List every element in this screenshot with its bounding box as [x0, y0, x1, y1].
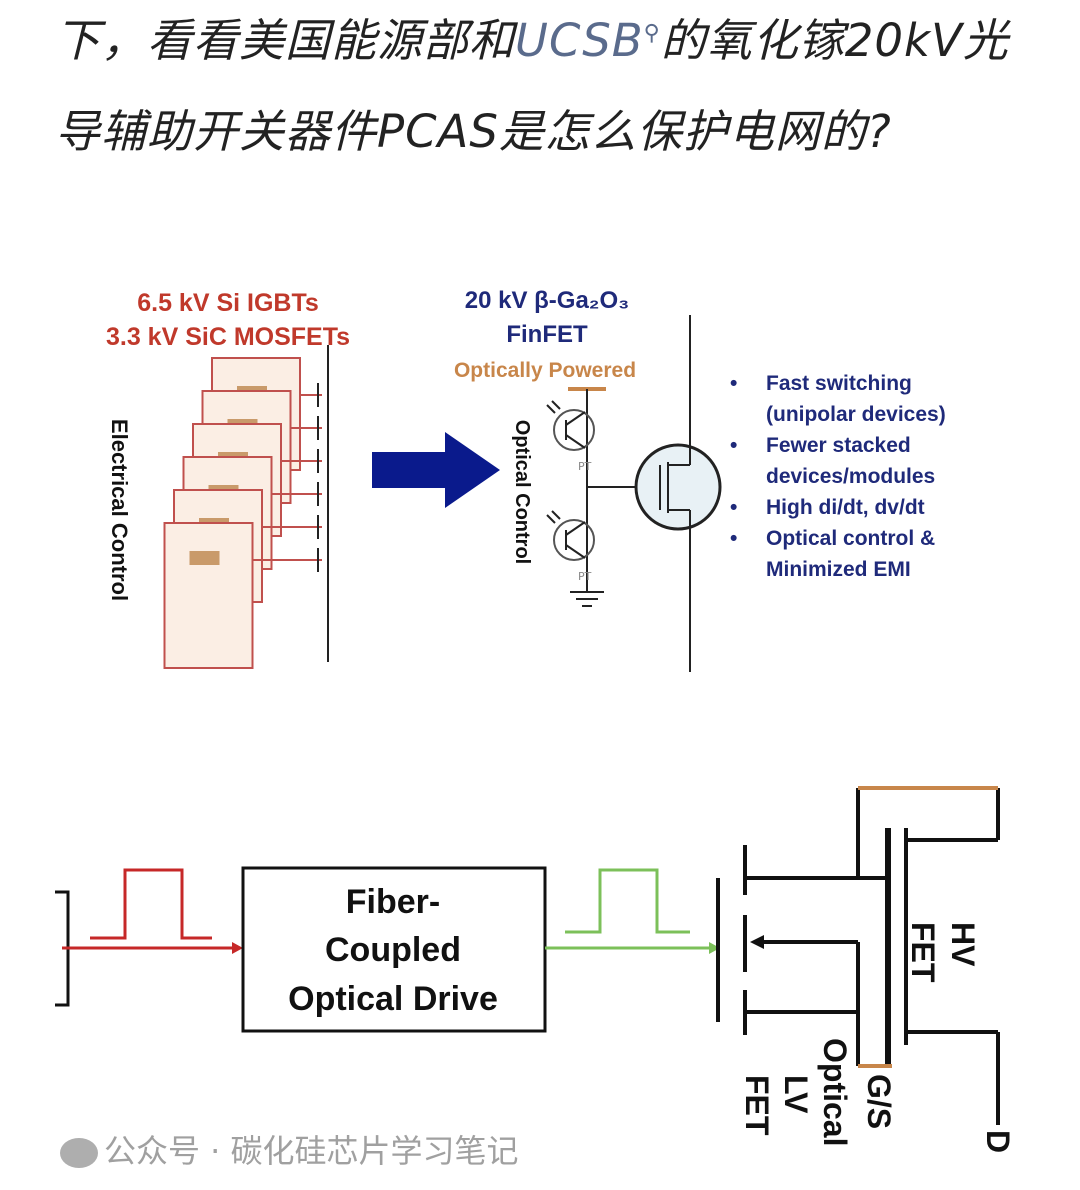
- finfet-symbol-icon: [634, 443, 722, 531]
- heading-text-1: 下，看看美国能源部和: [55, 14, 516, 67]
- pt-label-bottom: PT: [578, 570, 592, 583]
- phototransistor-bottom-icon: [553, 519, 595, 561]
- feature-bullets: • Fast switching (unipolar devices) • Fe…: [730, 372, 946, 581]
- figure-1: 6.5 kV Si IGBTs 3.3 kV SiC MOSFETs Elect…: [106, 287, 946, 672]
- bullet-line: Optical control &: [766, 527, 935, 550]
- bullet-line: devices/modules: [766, 465, 935, 488]
- hv-label-line2: FET: [905, 922, 941, 983]
- hv-label-line1: HV: [945, 922, 981, 967]
- bullet-line: High di/dt, dv/dt: [766, 496, 925, 519]
- article-heading: 下，看看美国能源部和UCSB⚲的氧化镓20kV光导辅助开关器件PCAS是怎么保护…: [55, 0, 1045, 177]
- output-arrow-icon: [709, 942, 720, 954]
- figure-2: Fiber- Coupled Optical Drive HV FET: [55, 786, 1016, 1153]
- bullet-dot: •: [730, 496, 737, 519]
- bullet-line: (unipolar devices): [766, 403, 946, 426]
- wechat-icon: [60, 1138, 98, 1168]
- lv-label-line3: FET: [739, 1075, 775, 1136]
- right-arrow-icon: [372, 432, 500, 508]
- left-title-line2: 3.3 kV SiC MOSFETs: [106, 323, 350, 351]
- bullet-line: Minimized EMI: [766, 558, 911, 581]
- search-icon[interactable]: ⚲: [643, 21, 661, 46]
- optically-powered-label: Optically Powered: [454, 359, 636, 382]
- series-ladder: [252, 345, 329, 662]
- input-arrow-icon: [232, 942, 243, 954]
- bullet-line: Fewer stacked: [766, 434, 911, 457]
- phototransistor-top-icon: [553, 409, 595, 451]
- bullet-dot: •: [730, 434, 737, 457]
- left-title-line1: 6.5 kV Si IGBTs: [137, 289, 319, 317]
- d-label: D: [980, 1130, 1016, 1153]
- fet-schematic: [716, 788, 1000, 1125]
- watermark: 公众号 · 碳化硅芯片学习笔记: [60, 1126, 519, 1172]
- electrical-control-label: Electrical Control: [107, 419, 132, 601]
- lv-fet-arrow-icon: [750, 935, 764, 949]
- module-card-stack: [163, 357, 301, 669]
- pt-label-top: PT: [578, 460, 592, 473]
- module-chip: [189, 551, 220, 565]
- bullet-dot: •: [730, 372, 737, 395]
- lv-label-line1: Optical: [817, 1038, 853, 1146]
- box-line1: Fiber-: [346, 883, 440, 921]
- gs-label: G/S: [861, 1074, 897, 1129]
- input-pulse: [90, 868, 212, 940]
- watermark-text: 公众号 · 碳化硅芯片学习笔记: [104, 1132, 519, 1170]
- heading-text-2: 的氧化镓20kV光导辅助开关器件PCAS是怎么保护电网的?: [55, 14, 1009, 158]
- module-card: [163, 522, 254, 669]
- output-pulse: [565, 868, 690, 934]
- right-title-line2: FinFET: [506, 321, 588, 348]
- phototransistor-circuit: [546, 315, 722, 672]
- bullet-line: Fast switching: [766, 372, 912, 395]
- box-line2: Coupled: [325, 931, 461, 969]
- box-line3: Optical Drive: [288, 980, 498, 1018]
- optical-control-label: Optical Control: [511, 420, 533, 564]
- right-title-line1: 20 kV β-Ga₂O₃: [465, 287, 629, 314]
- bullet-dot: •: [730, 527, 737, 550]
- lv-label-line2: LV: [778, 1075, 814, 1114]
- ucsb-link[interactable]: UCSB: [515, 14, 644, 67]
